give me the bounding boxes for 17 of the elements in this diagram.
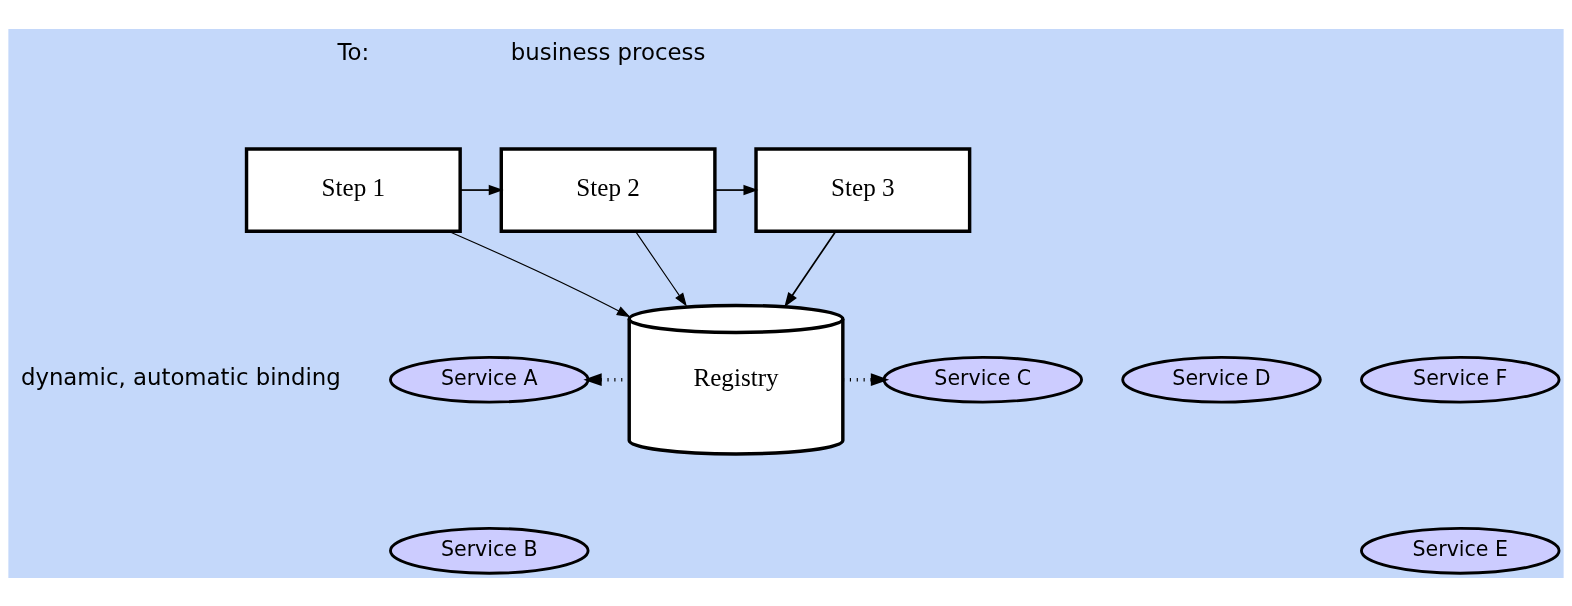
label: business process bbox=[510, 38, 706, 65]
node-box: Step 1 bbox=[244, 146, 462, 233]
node-box: Step 3 bbox=[754, 146, 972, 233]
node-ellipse: Service A bbox=[389, 355, 590, 403]
arrow bbox=[843, 372, 890, 386]
node-ellipse: Service D bbox=[1121, 355, 1322, 403]
node-ellipse: Service C bbox=[882, 355, 1083, 403]
node-ellipse: Service E bbox=[1360, 526, 1561, 575]
node-ellipse: Service B bbox=[389, 526, 590, 575]
label: To: bbox=[337, 38, 370, 65]
arrow bbox=[634, 230, 687, 307]
node-ellipse: Service F bbox=[1360, 355, 1561, 403]
arrow bbox=[784, 230, 837, 307]
arrow bbox=[714, 184, 759, 195]
arrow bbox=[459, 184, 504, 195]
node-box: Step 2 bbox=[499, 146, 717, 233]
label: dynamic, automatic binding bbox=[20, 363, 341, 390]
